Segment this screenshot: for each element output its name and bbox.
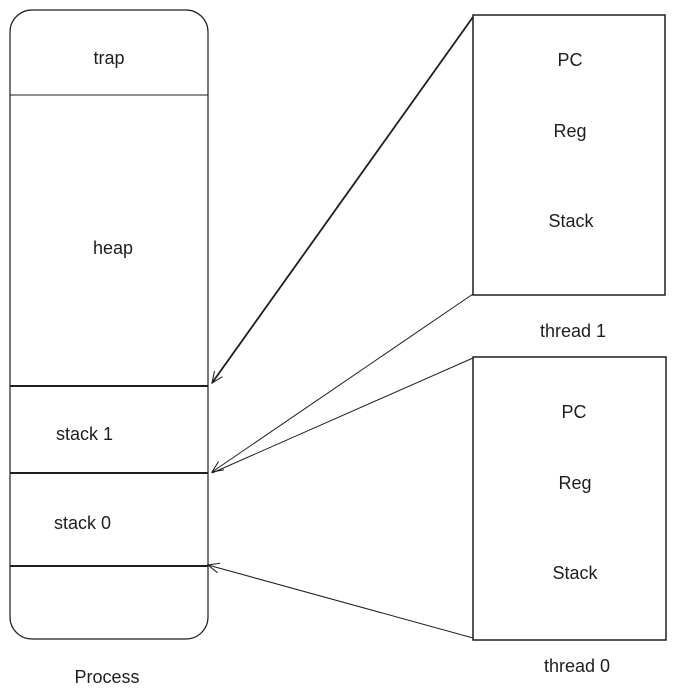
thread-1-caption: thread 1 (540, 321, 606, 341)
thread-1-pc-label: PC (557, 50, 582, 70)
thread-1-outline (472, 14, 666, 296)
thread-1-stack-label: Stack (548, 211, 594, 231)
thread-0-caption: thread 0 (544, 656, 610, 676)
segment-stack1-label: stack 1 (56, 424, 113, 444)
process-caption: Process (74, 667, 139, 687)
process-outline (9, 9, 209, 640)
arrows (206, 16, 474, 639)
thread-0-block: PC Reg Stack thread 0 (472, 356, 667, 676)
process-block: trap heap stack 1 stack 0 Process (9, 9, 209, 687)
segment-trap-label: trap (93, 48, 124, 68)
segment-heap-label: heap (93, 238, 133, 258)
thread-0-reg-label: Reg (558, 473, 591, 493)
arrow-thread1-to-heap-boundary (211, 16, 474, 385)
arrow-thread0-stack-to-stack0 (206, 562, 474, 639)
thread-0-pc-label: PC (561, 402, 586, 422)
thread-1-reg-label: Reg (553, 121, 586, 141)
segment-stack0-label: stack 0 (54, 513, 111, 533)
thread-1-block: PC Reg Stack thread 1 (472, 14, 666, 341)
thread-0-outline (472, 356, 667, 641)
arrow-thread0-top-to-stack1 (211, 357, 474, 474)
arrow-thread1-stack-to-stack1 (210, 293, 474, 473)
thread-0-stack-label: Stack (552, 563, 598, 583)
